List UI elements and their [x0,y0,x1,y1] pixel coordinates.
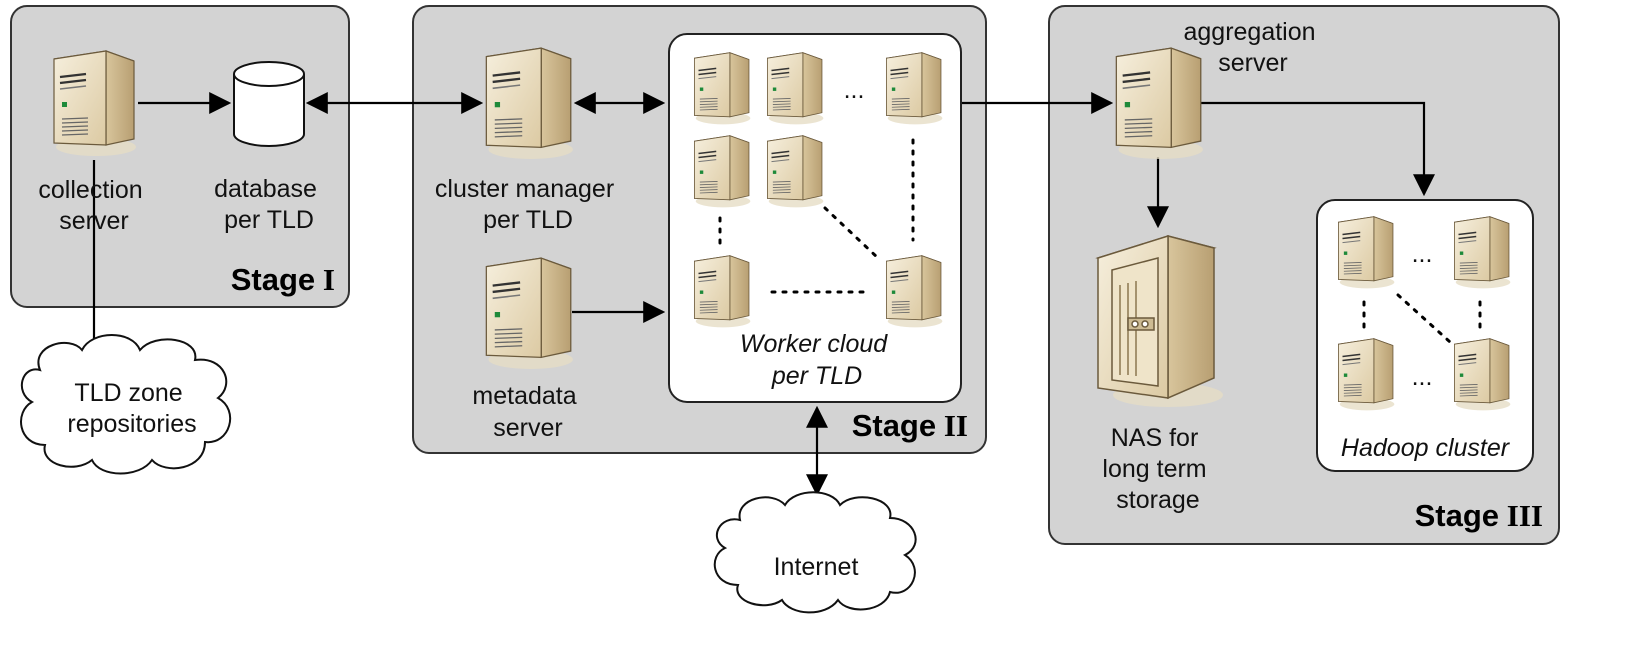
collection-server-label: collection server [38,176,149,235]
metadata-server-icon [485,256,575,371]
hadoop-server-icon [1337,337,1396,411]
internet-label: Internet [774,553,859,581]
worker-cloud-label: Worker cloud per TLD [740,330,894,390]
nas-cabinet-icon [1095,234,1223,407]
collection-server-icon [52,49,138,158]
cluster-manager-server-icon [485,46,575,161]
stage-2-label: Stage II [852,408,968,443]
hadoop-server-icon [1453,337,1512,411]
worker-server-icon [693,134,752,208]
connectors [92,92,1435,497]
aggregation-hadoop-arrow [1200,101,1435,197]
worker-server-icon [693,254,752,328]
database-label: database per TLD [214,175,324,234]
worker-dotted-links [718,138,915,294]
hadoop-server-icon [1337,215,1396,289]
hadoop-ellipsis-bottom: ... [1412,363,1433,391]
hadoop-cluster-label: Hadoop cluster [1341,434,1511,462]
zone-repositories-cloud-icon [20,334,232,475]
zone-repositories-label: TLD zone repositories [67,379,196,438]
hadoop-ellipsis-top: ... [1412,240,1433,268]
stage-1-label: Stage I [231,262,335,297]
internet-cloud-icon [713,491,917,614]
hadoop-server-icon [1453,215,1512,289]
worker-server-icon [766,134,825,208]
worker-server-icon [766,51,825,125]
aggregation-server-label: aggregation server [1183,18,1322,77]
worker-server-icon [693,51,752,125]
worker-server-icon [885,51,944,125]
metadata-server-label: metadata server [472,382,583,442]
stage-3-label: Stage III [1415,498,1543,533]
hadoop-dotted-links [1362,293,1482,344]
nas-label: NAS for long term storage [1102,424,1213,514]
cluster-manager-label: cluster manager per TLD [435,175,621,234]
worker-ellipsis: ... [844,76,865,104]
database-cylinder-icon [233,61,305,147]
worker-server-icon [885,254,944,328]
aggregation-server-icon [1115,46,1205,161]
